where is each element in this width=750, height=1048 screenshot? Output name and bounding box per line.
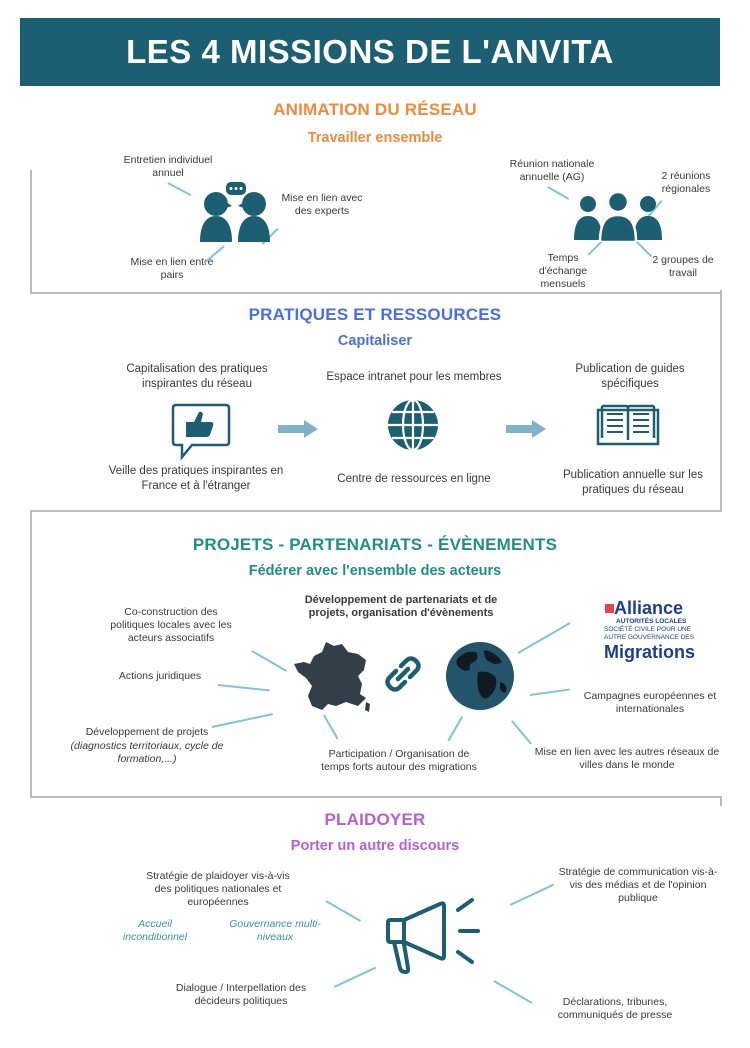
col1-bottom-label: Veille des pratiques inspirantes en Fran… bbox=[108, 465, 284, 492]
group-people-icon bbox=[566, 190, 670, 242]
page-title: LES 4 MISSIONS DE L'ANVITA bbox=[126, 33, 614, 70]
left-top-label: Stratégie de plaidoyer vis-à-vis des pol… bbox=[146, 870, 290, 908]
col1-top-label: Capitalisation des pratiques inspirantes… bbox=[126, 363, 268, 390]
section3-subtitle: Fédérer avec l'ensemble des acteurs bbox=[248, 563, 502, 579]
arrow-icon bbox=[506, 420, 546, 438]
section4-frame bbox=[30, 796, 722, 806]
title-banner: LES 4 MISSIONS DE L'ANVITA bbox=[20, 18, 720, 86]
dialogue-heads-icon bbox=[196, 180, 274, 242]
left1-label: Co-construction des politiques locales a… bbox=[110, 606, 232, 644]
section2-title: PRATIQUES ET RESSOURCES bbox=[248, 305, 502, 324]
chain-link-icon bbox=[384, 656, 422, 692]
left3-label: Développement de projets bbox=[85, 726, 209, 738]
connector bbox=[333, 966, 377, 988]
temps-echange-label: Temps d'échange mensuels bbox=[538, 252, 588, 290]
tag-gouvernance: Gouvernance multi-niveaux bbox=[229, 918, 321, 943]
section2-subtitle: Capitaliser bbox=[337, 333, 413, 349]
pairs-label: Mise en lien entre pairs bbox=[130, 256, 214, 281]
center-top-label: Développement de partenariats et de proj… bbox=[304, 594, 498, 619]
open-book-icon bbox=[596, 404, 660, 446]
col2-top-label: Espace intranet pour les membres bbox=[326, 371, 502, 383]
section3-title: PROJETS - PARTENARIATS - ÉVÈNEMENTS bbox=[192, 535, 558, 554]
entretien-label: Entretien individuel annuel bbox=[123, 154, 213, 179]
connector bbox=[509, 883, 554, 906]
left-bottom-label: Dialogue / Interpellation des décideurs … bbox=[175, 982, 307, 1007]
logo-red-square bbox=[605, 604, 614, 613]
col3-bottom-label: Publication annuelle sur les pratiques d… bbox=[562, 469, 703, 496]
tag-accueil: Accueil inconditionnel bbox=[122, 918, 188, 943]
section4-subtitle: Porter un autre discours bbox=[290, 838, 460, 854]
arrow-icon bbox=[278, 420, 318, 438]
section2-frame bbox=[30, 290, 722, 512]
logo-line5: Migrations bbox=[604, 642, 696, 662]
right-bottom-label: Déclarations, tribunes, communiqués de p… bbox=[557, 996, 673, 1021]
regionales-label: 2 réunions régionales bbox=[661, 170, 711, 195]
connector bbox=[325, 900, 362, 922]
connector bbox=[493, 980, 533, 1004]
section3-frame bbox=[30, 512, 722, 798]
col2-bottom-label: Centre de ressources en ligne bbox=[337, 473, 491, 485]
col3-top-label: Publication de guides spécifiques bbox=[575, 363, 685, 390]
section1-subtitle: Travailler ensemble bbox=[307, 130, 443, 146]
france-map-icon bbox=[292, 640, 372, 714]
alliance-migrations-logo: Alliance AUTORITÉS LOCALES SOCIÉTÉ CIVIL… bbox=[600, 598, 710, 662]
thumbs-up-bubble-icon bbox=[170, 402, 232, 462]
section4-title: PLAIDOYER bbox=[324, 810, 426, 829]
groupes-label: 2 groupes de travail bbox=[652, 254, 714, 279]
logo-line3: SOCIÉTÉ CIVILE POUR UNE bbox=[604, 626, 692, 633]
left2-label: Actions juridiques bbox=[118, 670, 202, 682]
earth-globe-icon bbox=[444, 640, 516, 712]
section1-title: ANIMATION DU RÉSEAU bbox=[273, 100, 477, 119]
left3-detail: (diagnostics territoriaux, cycle de form… bbox=[70, 740, 224, 765]
right2-label: Mise en lien avec les autres réseaux de … bbox=[534, 746, 720, 771]
megaphone-icon bbox=[382, 896, 494, 980]
reunion-nationale-label: Réunion nationale annuelle (AG) bbox=[509, 158, 595, 183]
globe-icon bbox=[386, 398, 440, 452]
right-top-label: Stratégie de communication vis-à-vis des… bbox=[558, 866, 718, 904]
section1-frame bbox=[30, 170, 722, 294]
right1-label: Campagnes européennes et internationales bbox=[583, 690, 717, 715]
logo-line1: Alliance bbox=[614, 598, 684, 618]
bottom-center-label: Participation / Organisation de temps fo… bbox=[321, 748, 477, 773]
logo-line2: AUTORITÉS LOCALES bbox=[616, 618, 687, 625]
logo-line4: AUTRE GOUVERNANCE DES bbox=[604, 634, 694, 641]
experts-label: Mise en lien avec des experts bbox=[281, 192, 363, 217]
